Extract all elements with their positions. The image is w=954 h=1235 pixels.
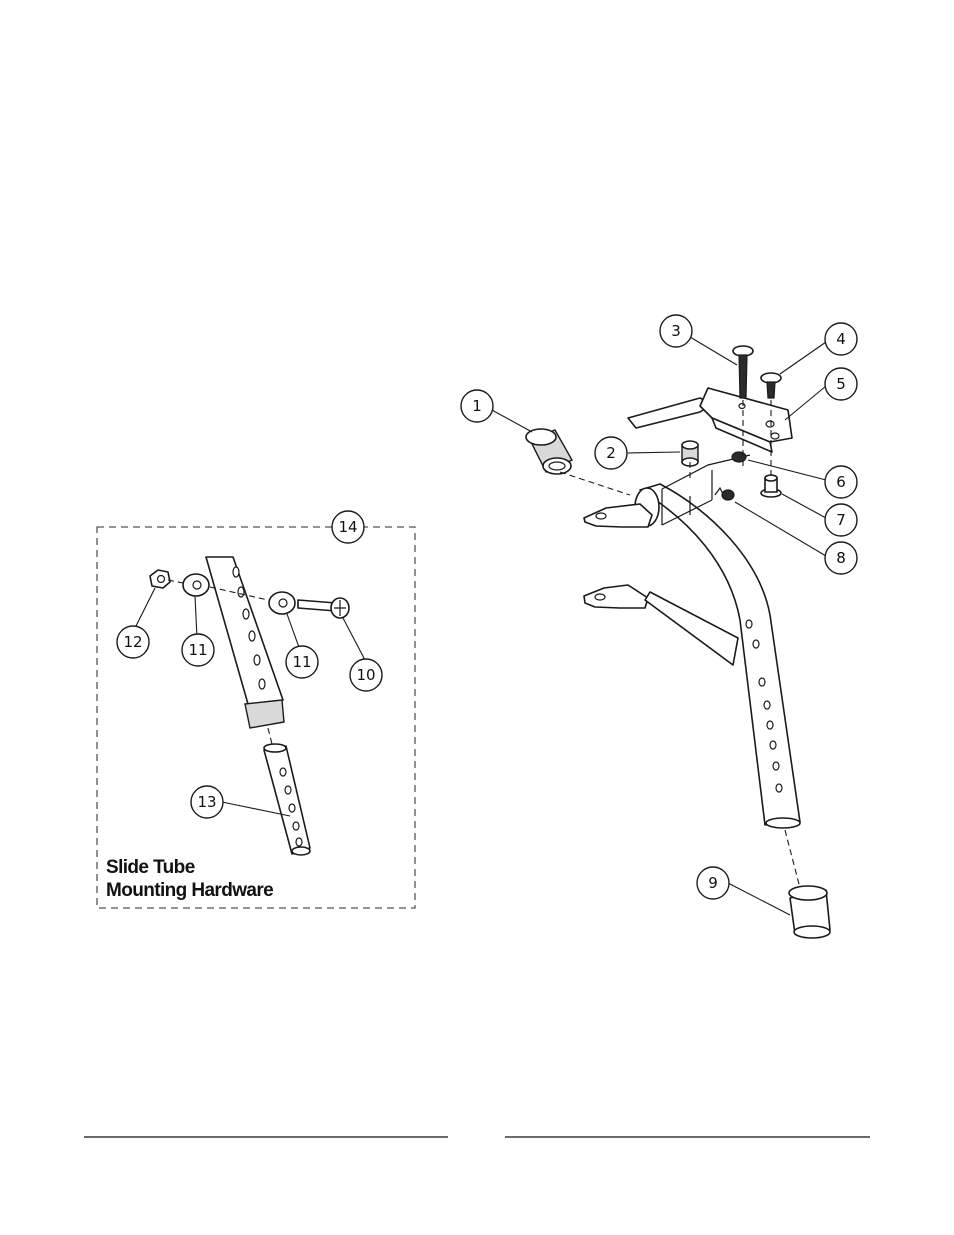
flange-insert <box>760 474 782 498</box>
svg-text:6: 6 <box>836 473 846 491</box>
clamp-frame <box>661 454 751 526</box>
svg-text:14: 14 <box>338 518 357 536</box>
callout-13: 13 <box>190 785 224 819</box>
callout-8: 8 <box>824 541 858 575</box>
washer-left <box>182 573 210 597</box>
callout-5: 5 <box>824 367 858 401</box>
callout-9: 9 <box>696 866 730 900</box>
end-cap <box>788 885 831 939</box>
svg-text:10: 10 <box>356 666 375 684</box>
svg-text:12: 12 <box>123 633 142 651</box>
spring-clip <box>714 486 735 501</box>
main-tube <box>634 483 801 829</box>
callout-2: 2 <box>594 436 628 470</box>
svg-text:3: 3 <box>671 322 681 340</box>
callout-1: 1 <box>460 389 494 423</box>
svg-text:2: 2 <box>606 444 616 462</box>
long-screw <box>732 345 754 399</box>
svg-text:11: 11 <box>292 653 311 671</box>
svg-text:11: 11 <box>188 641 207 659</box>
short-screw <box>760 372 782 399</box>
svg-text:1: 1 <box>472 397 482 415</box>
callout-4: 4 <box>824 322 858 356</box>
tube-bushing <box>525 428 573 475</box>
svg-text:9: 9 <box>708 874 718 892</box>
washer-right <box>268 591 296 615</box>
mounting-bolt <box>297 597 350 619</box>
callout-6: 6 <box>824 465 858 499</box>
lower-bracket <box>583 584 739 666</box>
callout-12: 12 <box>116 625 150 659</box>
slide-tube-inset: Slide Tube Mounting Hardware <box>96 526 416 909</box>
callout-10: 10 <box>349 658 383 692</box>
slide-tube-insert <box>263 743 311 856</box>
svg-text:4: 4 <box>836 330 846 348</box>
callout-7: 7 <box>824 503 858 537</box>
callout-11-left: 11 <box>181 633 215 667</box>
inset-title-line1: Slide Tube <box>106 857 195 878</box>
inset-title-line2: Mounting Hardware <box>106 880 273 901</box>
upper-bracket-plate <box>583 503 653 528</box>
callout-11-right: 11 <box>285 645 319 679</box>
svg-text:8: 8 <box>836 549 846 567</box>
callout-14: 14 <box>331 510 365 544</box>
inset-dashed-border <box>96 526 416 909</box>
svg-text:5: 5 <box>836 375 846 393</box>
main-assembly <box>491 336 831 939</box>
callout-3: 3 <box>659 314 693 348</box>
lock-nut <box>731 451 747 463</box>
slide-tube-upper <box>205 556 285 729</box>
hex-nut <box>149 569 171 589</box>
svg-text:7: 7 <box>836 511 846 529</box>
svg-text:13: 13 <box>197 793 216 811</box>
handle-bracket <box>627 387 793 453</box>
